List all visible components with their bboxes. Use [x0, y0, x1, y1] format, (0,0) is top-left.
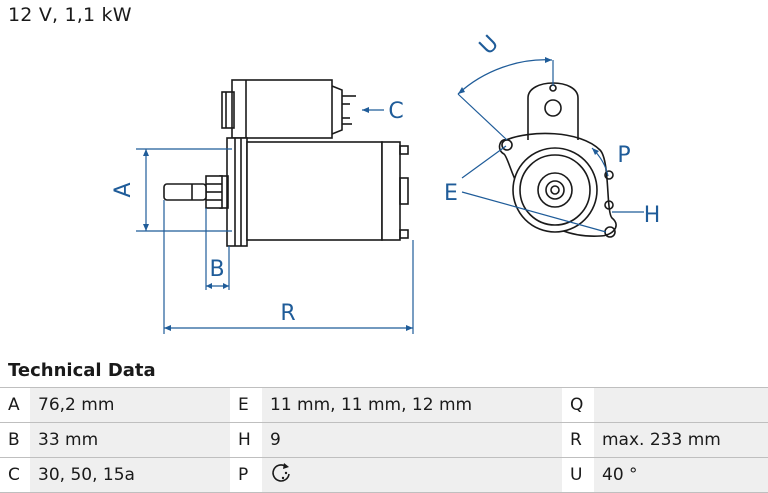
spec-value: 9 [262, 422, 562, 458]
dimension-label-b: B [209, 257, 224, 282]
spec-value: 30, 50, 15a [30, 457, 230, 493]
dimension-label-e: E [444, 181, 458, 206]
spec-key: E [230, 387, 262, 423]
spec-key: H [230, 422, 262, 458]
spec-key: U [562, 457, 594, 493]
table-row: B 33 mm H 9 R max. 233 mm [0, 422, 768, 458]
dimension-label-p: P [617, 143, 630, 168]
spec-value: 40 ° [594, 457, 768, 493]
spec-value: 33 mm [30, 422, 230, 458]
spec-key: Q [562, 387, 594, 423]
table-row: A 76,2 mm E 11 mm, 11 mm, 12 mm Q [0, 387, 768, 423]
clockwise-rotation-icon [270, 462, 292, 489]
technical-data-table: A 76,2 mm E 11 mm, 11 mm, 12 mm Q B 33 m… [0, 387, 768, 493]
dimension-label-h: H [644, 203, 661, 228]
spec-key: B [0, 422, 30, 458]
spec-value: max. 233 mm [594, 422, 768, 458]
dimension-label-r: R [280, 301, 295, 326]
spec-key: R [562, 422, 594, 458]
dimension-label-c: C [388, 99, 403, 124]
spec-value: 11 mm, 11 mm, 12 mm [262, 387, 562, 423]
spec-key: C [0, 457, 30, 493]
table-row: C 30, 50, 15a P U 40 ° [0, 457, 768, 493]
starter-motor-drawing: A B C R U P E H [111, 31, 661, 334]
spec-key: A [0, 387, 30, 423]
dimension-label-a: A [111, 182, 136, 197]
spec-value [594, 387, 768, 423]
spec-value: 76,2 mm [30, 387, 230, 423]
page-title: 12 V, 1,1 kW [8, 4, 132, 26]
dimension-label-u: U [475, 31, 504, 60]
technical-data-title: Technical Data [8, 360, 156, 381]
spec-key: P [230, 457, 262, 493]
spec-value-rotation [262, 457, 562, 493]
